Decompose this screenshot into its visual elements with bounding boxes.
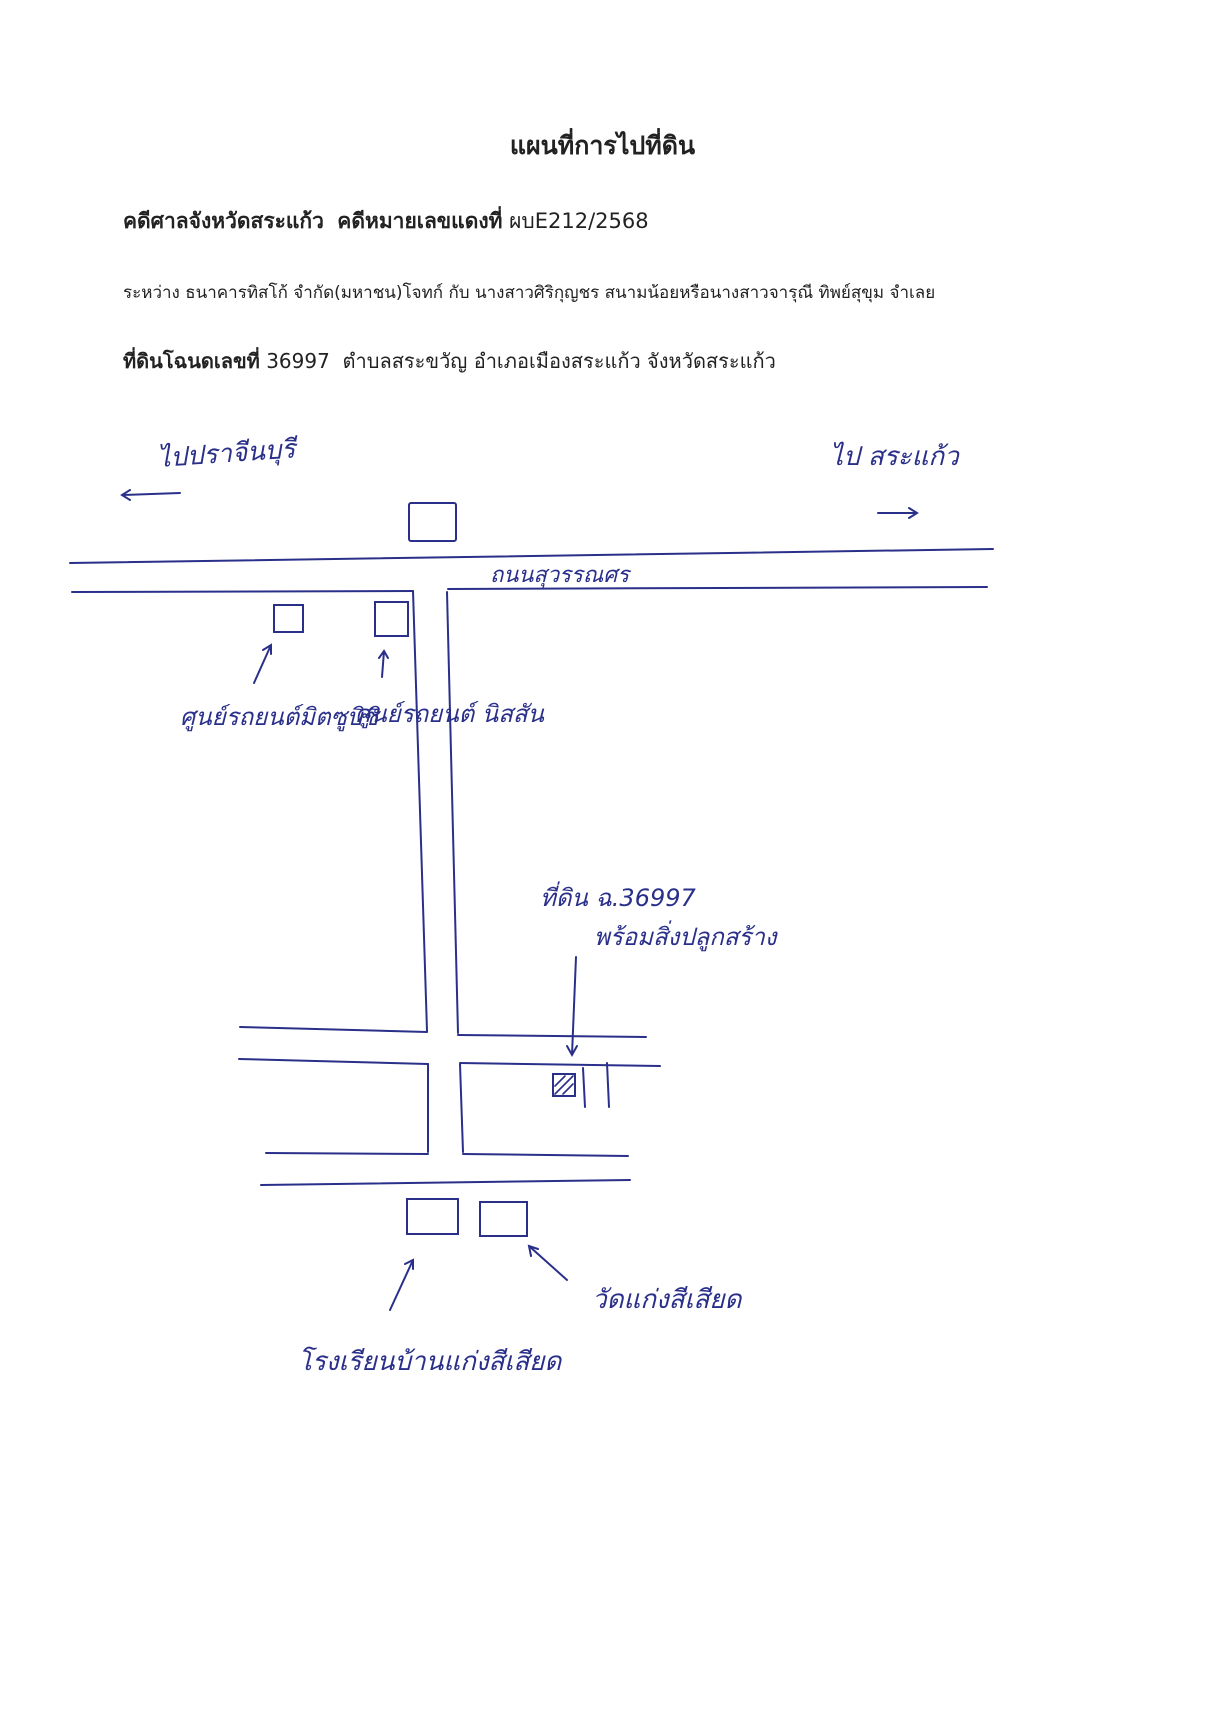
side-road-right-edge (446, 591, 459, 1034)
label-road: ถนนสุวรรณศร (490, 563, 632, 588)
land-post-1 (582, 1067, 586, 1108)
cross-road-1-top-right (457, 1034, 647, 1038)
label-to-left: ไปปราจีนบุรี (156, 433, 300, 474)
nissan-pointer-icon (378, 649, 389, 678)
cross-road-2-bottom (260, 1179, 631, 1186)
arrow-left-icon (120, 489, 181, 501)
label-temple: วัดแก่งสีเสียด (592, 1285, 743, 1315)
nissan-building (374, 601, 409, 637)
mitsubishi-building (273, 604, 304, 633)
main-road-bottom-edge-right (447, 586, 988, 590)
arrow-right-icon (877, 507, 919, 519)
temple-building (479, 1201, 528, 1237)
lower-road-right (459, 1063, 464, 1153)
main-road-top-edge (69, 548, 994, 564)
cross-road-1-bottom-right (459, 1062, 661, 1067)
label-mitsubishi: ศูนย์รถยนต์มิตซูบิชิ (180, 703, 381, 732)
cross-road-2-top-right (462, 1153, 629, 1157)
land-plot-marker (552, 1073, 576, 1097)
land-location: ตำบลสระขวัญ อำเภอเมืองสระแก้ว จังหวัดสระ… (342, 349, 776, 373)
land-line: ที่ดินโฉนดเลขที่ 36997 ตำบลสระขวัญ อำเภอ… (123, 345, 776, 377)
top-building (408, 502, 457, 542)
case-line: คดีศาลจังหวัดสระแก้ว คดีหมายเลขแดงที่ ผบ… (123, 205, 649, 238)
cross-road-1-top-left (239, 1026, 428, 1033)
parties-line: ระหว่าง ธนาคารทิสโก้ จำกัด(มหาชน)โจทก์ ก… (123, 283, 936, 303)
label-nissan: ศูนย์รถยนต์ นิสสัน (355, 700, 545, 729)
temple-pointer-icon (527, 1244, 568, 1281)
case-number: ผบE212/2568 (509, 209, 649, 233)
mitsubishi-pointer-icon (253, 643, 272, 684)
main-road-bottom-edge-left (71, 590, 414, 593)
cross-road-2-top-left (265, 1152, 429, 1155)
label-to-right: ไป สระแก้ว (830, 441, 960, 472)
cross-road-1-bottom-left (238, 1058, 429, 1065)
land-label: ที่ดินโฉนดเลขที่ (123, 349, 260, 373)
land-plot-hatch (554, 1075, 574, 1095)
case-label: คดีหมายเลขแดงที่ (337, 209, 503, 233)
school-pointer-icon (389, 1258, 414, 1311)
court-label: คดีศาลจังหวัดสระแก้ว (123, 209, 324, 233)
land-pointer-icon (566, 956, 578, 1058)
label-land-plot: ที่ดิน ฉ.36997 (540, 881, 696, 912)
page-title: แผนที่การไปที่ดิน (509, 131, 696, 160)
side-road-left-edge (412, 590, 428, 1032)
land-post-2 (606, 1062, 610, 1108)
label-land-note: พร้อมสิ่งปลูกสร้าง (594, 920, 779, 952)
label-school: โรงเรียนบ้านแก่งสีเสียด (298, 1346, 562, 1377)
school-building (406, 1198, 459, 1235)
deed-number: 36997 (266, 349, 330, 373)
